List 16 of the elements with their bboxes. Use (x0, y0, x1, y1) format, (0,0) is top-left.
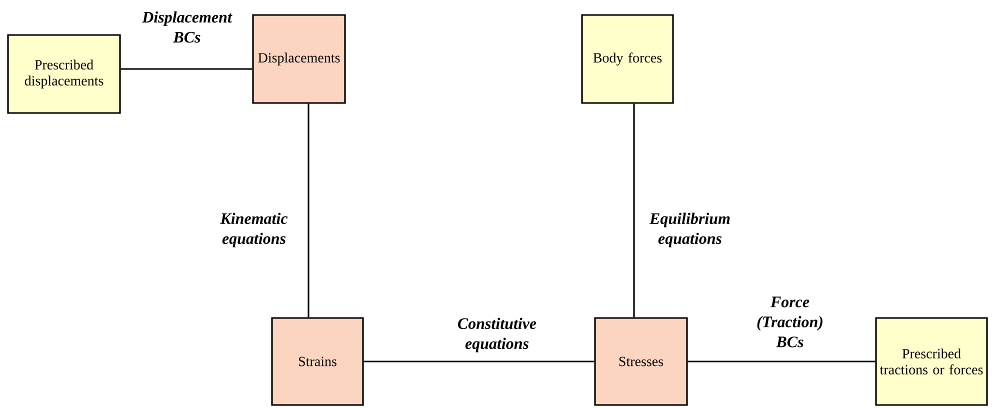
edge-label: Displacement BCs (142, 11, 232, 43)
connector-line (364, 360, 594, 362)
edge-label: Constitutive equations (458, 318, 536, 352)
box: Strains (271, 317, 364, 406)
edge-label: Equilibrium equations (649, 212, 730, 248)
edge-label: Kinematic equations (220, 212, 288, 248)
box: Stresses (594, 317, 688, 406)
box: Prescribed tractions or forces (875, 317, 988, 406)
box: Body forces (581, 14, 674, 104)
connector-line (120, 68, 252, 70)
box: Prescribed displacements (7, 34, 121, 114)
edge-label: Force (Traction) BCs (757, 296, 822, 348)
connector-line (688, 360, 876, 362)
connector-line (308, 104, 310, 318)
box: Displacements (252, 14, 346, 104)
connector-line (633, 104, 635, 318)
